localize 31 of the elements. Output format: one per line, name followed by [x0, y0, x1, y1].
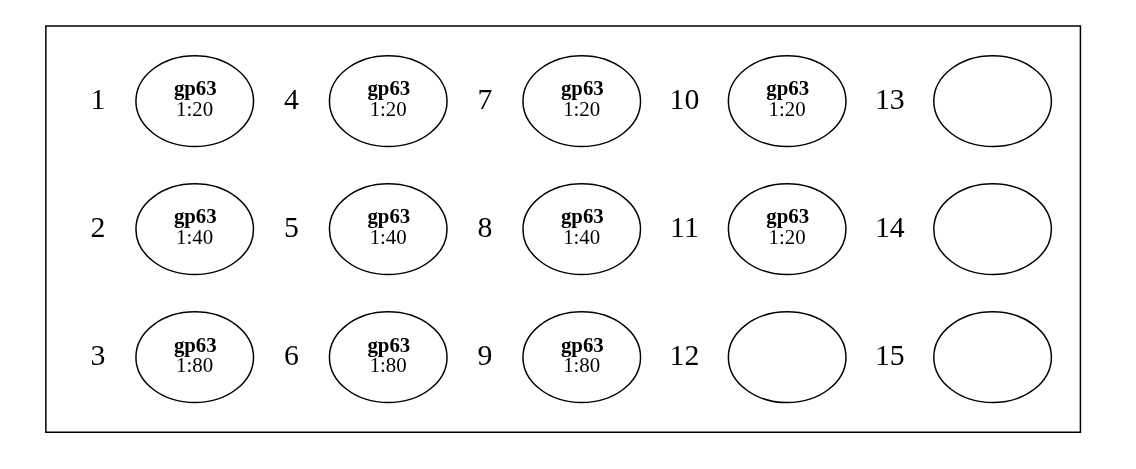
- node-ellipse: gp63 1:20: [521, 54, 641, 148]
- node-label: 6: [283, 337, 299, 371]
- node-label: 5: [283, 209, 299, 243]
- node-label: 7: [477, 81, 492, 115]
- node-ellipse: gp63 1:20: [727, 183, 847, 276]
- node-label: 2: [90, 209, 105, 243]
- node-ellipse: gp63 1:80: [521, 311, 641, 404]
- node-ellipse: gp63 1:20: [134, 54, 254, 148]
- node-label: 3: [90, 337, 105, 371]
- node-label: 9: [477, 337, 492, 371]
- node-ellipse: gp63 1:40: [328, 183, 448, 276]
- node-ellipse: gp63 1:80: [328, 311, 448, 404]
- node-label: 1: [90, 81, 105, 115]
- node-ellipse: gp63 1:20: [328, 54, 448, 148]
- node-ellipse: gp63 1:40: [134, 183, 254, 276]
- node-ellipse: gp63 1:40: [521, 183, 641, 276]
- node-label: 13: [874, 81, 905, 115]
- node-ellipse: [932, 183, 1052, 276]
- node-label: 4: [283, 81, 299, 115]
- node-ellipse: [727, 311, 847, 404]
- node-ellipse: gp63 1:80: [134, 311, 254, 404]
- node-label: 11: [669, 209, 699, 243]
- node-ellipse: [932, 54, 1052, 148]
- node-label: 12: [669, 337, 699, 371]
- node-label: 10: [669, 81, 699, 115]
- node-label: 8: [477, 209, 492, 243]
- node-ellipse: [932, 311, 1052, 404]
- node-label: 14: [874, 209, 905, 243]
- node-ellipse: gp63 1:20: [727, 54, 847, 148]
- cluster: [44, 25, 1081, 434]
- node-label: 15: [874, 337, 905, 371]
